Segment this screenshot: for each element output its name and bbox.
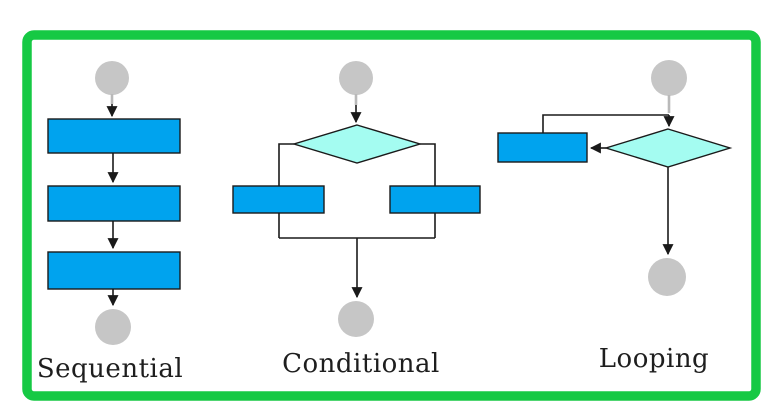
conditional-flow: Conditional bbox=[232, 61, 481, 379]
panel-label-sequential: Sequential bbox=[37, 354, 183, 384]
process-box bbox=[47, 251, 181, 290]
end-terminal-circle bbox=[338, 301, 374, 337]
end-terminal-circle bbox=[95, 309, 131, 345]
decision-diamond bbox=[603, 128, 733, 168]
start-terminal-circle bbox=[339, 61, 373, 95]
start-terminal-circle bbox=[95, 61, 129, 95]
panel-label-conditional: Conditional bbox=[282, 349, 440, 379]
green-border-frame bbox=[22, 30, 761, 401]
process-box-loop-body bbox=[497, 132, 588, 163]
process-box bbox=[47, 118, 181, 154]
end-terminal-circle bbox=[648, 258, 686, 296]
process-box-branch-right bbox=[389, 185, 481, 214]
sequential-flow: Sequential bbox=[37, 61, 183, 384]
loop-back-connector bbox=[542, 114, 669, 133]
process-box-branch-left bbox=[232, 185, 325, 214]
start-terminal-circle bbox=[651, 60, 687, 96]
decision-diamond bbox=[291, 124, 423, 164]
looping-flow: Looping bbox=[497, 60, 733, 374]
process-box bbox=[47, 185, 181, 222]
panel-label-looping: Looping bbox=[599, 344, 709, 374]
